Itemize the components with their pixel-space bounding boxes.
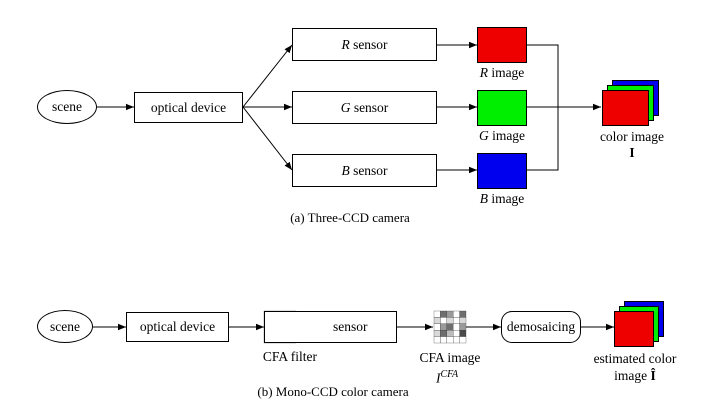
b-optical-device-box: optical device <box>126 312 229 342</box>
estimated-image-label-2: image Î <box>614 368 656 383</box>
b-sensor-box: sensor <box>264 311 397 343</box>
cfa-image-cell <box>433 323 441 331</box>
cfa-image-cell <box>459 336 467 344</box>
scene-node: scene <box>37 90 97 124</box>
color-image-label: color image <box>599 129 665 144</box>
cfa-image-pattern <box>433 310 467 344</box>
b-scene-node: scene <box>37 310 93 343</box>
cfa-image-label: CFA image <box>419 350 481 365</box>
g-sensor-label: G sensor <box>340 99 389 115</box>
cfa-image-cell <box>453 323 460 331</box>
cfa-image-cell <box>440 310 447 318</box>
cfa-image-cell <box>440 330 447 337</box>
cfa-image-cell <box>433 310 441 318</box>
b-image-label: B image <box>479 191 525 206</box>
cfa-image-cell <box>453 330 460 337</box>
cfa-image-cell <box>433 317 441 324</box>
cfa-image-cell <box>446 336 454 344</box>
cfa-image-cell <box>440 323 447 331</box>
color-image-red-layer <box>602 90 649 126</box>
cfa-filter-label: CFA filter <box>262 349 318 364</box>
b-image-square <box>477 153 527 189</box>
estimated-image-red-layer <box>614 311 654 347</box>
b-optical-device-label: optical device <box>139 319 216 334</box>
r-sensor-label: R sensor <box>341 36 388 52</box>
cfa-image-cell <box>453 317 460 324</box>
cfa-image-cell <box>440 336 447 344</box>
b-sensor-label: sensor <box>333 319 368 334</box>
optical-device-box: optical device <box>134 92 243 123</box>
cfa-image-cell <box>446 317 454 324</box>
connector-b-image <box>527 107 559 171</box>
g-image-square <box>477 90 527 126</box>
b-sensor-label: B sensor <box>341 162 388 178</box>
caption-three-ccd: (a) Three-CCD camera <box>290 210 410 225</box>
arrow-optical-to-b-sensor <box>242 106 293 171</box>
cfa-image-cell <box>453 310 460 318</box>
demosaicing-label: demosaicing <box>506 319 576 334</box>
estimated-image-label-1: estimated color <box>593 351 677 366</box>
b-scene-label: scene <box>50 318 80 334</box>
g-sensor-box: G sensor <box>292 91 437 124</box>
r-sensor-box: R sensor <box>292 28 437 61</box>
demosaicing-box: demosaicing <box>501 311 581 343</box>
cfa-image-cell <box>446 323 454 331</box>
cfa-image-cell <box>459 330 467 337</box>
optical-device-label: optical device <box>150 99 227 115</box>
cfa-image-cell <box>433 336 441 344</box>
b-sensor-box: B sensor <box>292 154 437 187</box>
g-image-label: G image <box>478 128 526 143</box>
arrow-optical-to-r-sensor <box>242 44 293 108</box>
caption-mono-ccd: (b) Mono-CCD color camera <box>257 384 409 399</box>
cfa-image-cell <box>459 323 467 331</box>
cfa-image-cell <box>440 317 447 324</box>
cfa-image-symbol: ICFA <box>436 369 459 386</box>
cfa-image-cell <box>446 330 454 337</box>
cfa-image-cell <box>459 310 467 318</box>
cfa-image-cell <box>433 330 441 337</box>
cfa-image-cell <box>453 336 460 344</box>
scene-label: scene <box>52 99 82 114</box>
connector-r-image <box>527 44 559 107</box>
cfa-image-cell <box>446 310 454 318</box>
r-image-square <box>477 27 527 63</box>
cfa-image-cell <box>459 317 467 324</box>
r-image-label: R image <box>479 65 525 80</box>
color-image-symbol: I <box>629 145 635 160</box>
